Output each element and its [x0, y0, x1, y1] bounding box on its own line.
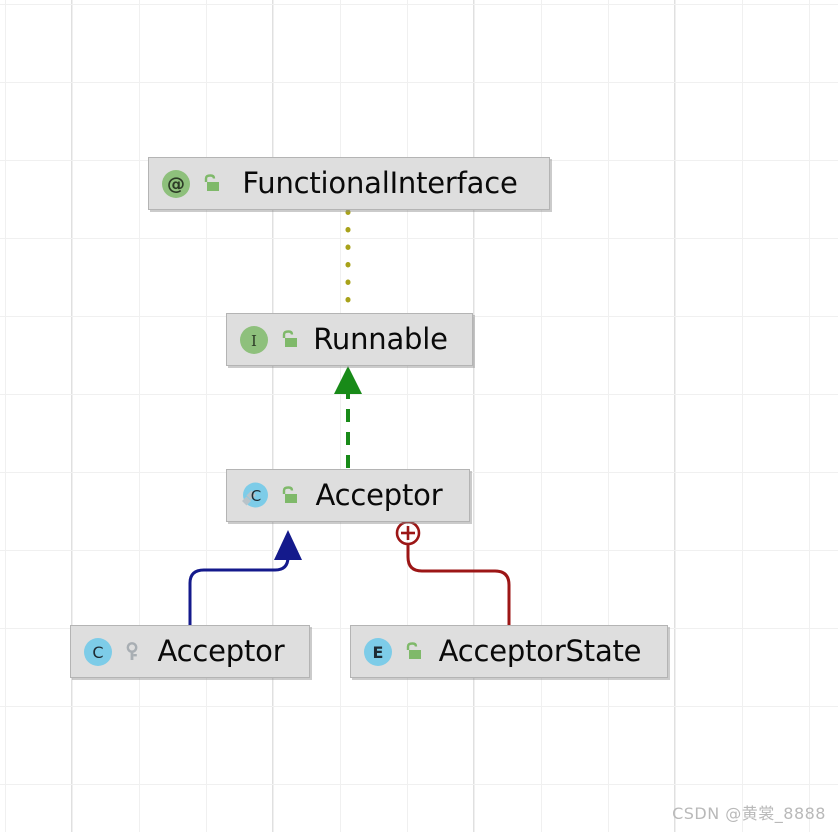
svg-text:C: C	[251, 487, 261, 505]
edge-realization	[334, 366, 362, 468]
svg-text:@: @	[167, 174, 185, 195]
svg-text:C: C	[92, 643, 103, 662]
node-label: Runnable	[313, 322, 448, 356]
node-acceptor-abstract[interactable]: C Acceptor	[226, 469, 470, 522]
edge-generalization	[188, 530, 302, 627]
node-acceptor-state[interactable]: E AcceptorState	[350, 625, 668, 678]
annotation-icon: @	[161, 169, 191, 199]
edge-inner-class	[395, 520, 511, 627]
class-icon: C	[83, 637, 113, 667]
node-runnable[interactable]: I Runnable	[226, 313, 473, 366]
node-label: FunctionalInterface	[242, 166, 518, 200]
svg-text:E: E	[373, 643, 384, 662]
interface-icon: I	[239, 325, 269, 355]
node-icons: E	[351, 637, 423, 667]
unlocked-padlock-icon	[401, 641, 423, 663]
unlocked-padlock-icon	[199, 173, 221, 195]
node-icons: I	[227, 325, 299, 355]
unlocked-padlock-icon	[277, 485, 299, 507]
unlocked-padlock-icon	[277, 329, 299, 351]
node-label: Acceptor	[157, 634, 285, 668]
node-icons: C	[71, 637, 143, 667]
key-icon	[121, 641, 143, 663]
node-icons: C	[227, 481, 299, 511]
node-icons: @	[149, 169, 221, 199]
svg-text:I: I	[251, 332, 257, 350]
enum-icon: E	[363, 637, 393, 667]
watermark-text: CSDN @黄裳_8888	[672, 804, 826, 823]
node-acceptor-class[interactable]: C Acceptor	[70, 625, 310, 678]
node-label: AcceptorState	[438, 634, 642, 668]
node-functional-interface[interactable]: @ FunctionalInterface	[148, 157, 550, 210]
abstract-class-icon: C	[239, 481, 269, 511]
node-label: Acceptor	[315, 478, 443, 512]
